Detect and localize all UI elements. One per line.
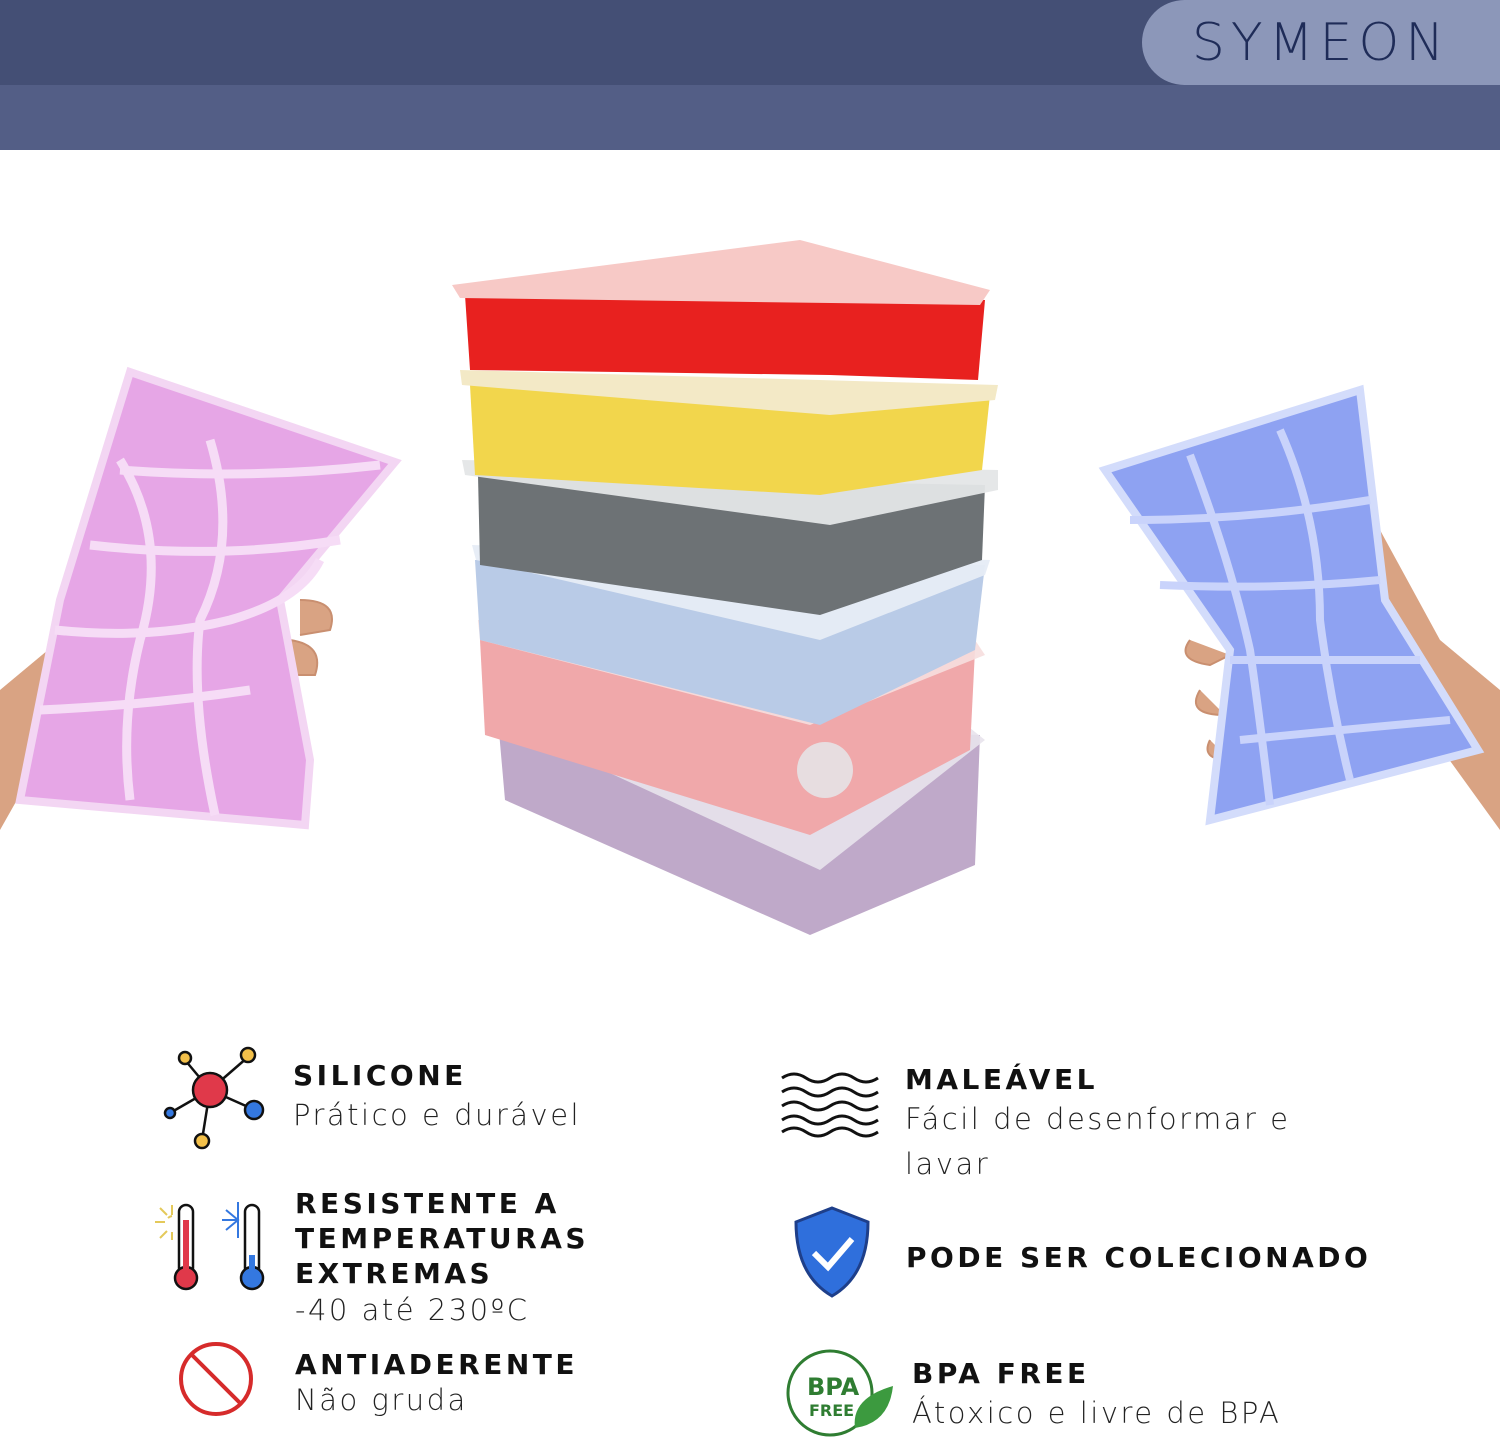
right-tray xyxy=(1098,384,1485,826)
feature-title: SILICONE xyxy=(293,1059,467,1092)
left-hand-fingers xyxy=(289,599,333,676)
waves-icon xyxy=(781,1072,879,1138)
feature-subtitle: -40 até 230ºC xyxy=(295,1293,530,1327)
feature-silicone: SILICONE Prático e durável xyxy=(293,1058,581,1138)
feature-antiaderente: ANTIADERENTE Não gruda xyxy=(295,1347,578,1418)
feature-subtitle: Átoxico e livre de BPA xyxy=(912,1396,1282,1430)
shield-check-icon xyxy=(794,1206,870,1298)
feature-temperature: RESISTENTE A TEMPERATURAS EXTREMAS -40 a… xyxy=(295,1186,595,1329)
lid-red xyxy=(452,240,990,305)
tray-red xyxy=(465,295,985,380)
lid-tab xyxy=(797,742,853,798)
feature-bpa-free: BPA FREE Átoxico e livre de BPA xyxy=(912,1356,1281,1436)
feature-title: PODE SER COLECIONADO xyxy=(906,1241,1372,1274)
feature-subtitle: Fácil de desenformar e lavar xyxy=(905,1102,1291,1181)
thermometer-icon xyxy=(155,1202,265,1291)
lid-yellow xyxy=(460,370,998,415)
product-image xyxy=(0,240,1500,935)
feature-title: BPA FREE xyxy=(912,1357,1090,1390)
tray-yellow xyxy=(470,385,990,495)
feature-colecionado: PODE SER COLECIONADO xyxy=(906,1240,1371,1275)
feature-maleavel: MALEÁVEL Fácil de desenformar e lavar xyxy=(905,1062,1345,1187)
logo-text: SYMEON xyxy=(1191,12,1451,73)
right-tray-dividers xyxy=(1129,428,1451,806)
tray-stack xyxy=(452,240,998,935)
bpa-free-icon: BPA FREE xyxy=(786,1349,893,1437)
molecule-icon xyxy=(163,1046,265,1150)
no-stick-icon xyxy=(179,1342,253,1416)
feature-subtitle: Prático e durável xyxy=(293,1098,582,1132)
feature-title: RESISTENTE A TEMPERATURAS EXTREMAS xyxy=(295,1187,590,1290)
brand-logo: SYMEON xyxy=(1142,0,1500,85)
svg-text:FREE: FREE xyxy=(809,1401,854,1420)
svg-text:BPA: BPA xyxy=(807,1373,860,1401)
header-lower-band xyxy=(0,85,1500,150)
feature-title: MALEÁVEL xyxy=(905,1063,1098,1096)
feature-title: ANTIADERENTE xyxy=(295,1348,579,1381)
feature-subtitle: Não gruda xyxy=(295,1383,468,1417)
left-tray-dividers xyxy=(39,438,381,816)
